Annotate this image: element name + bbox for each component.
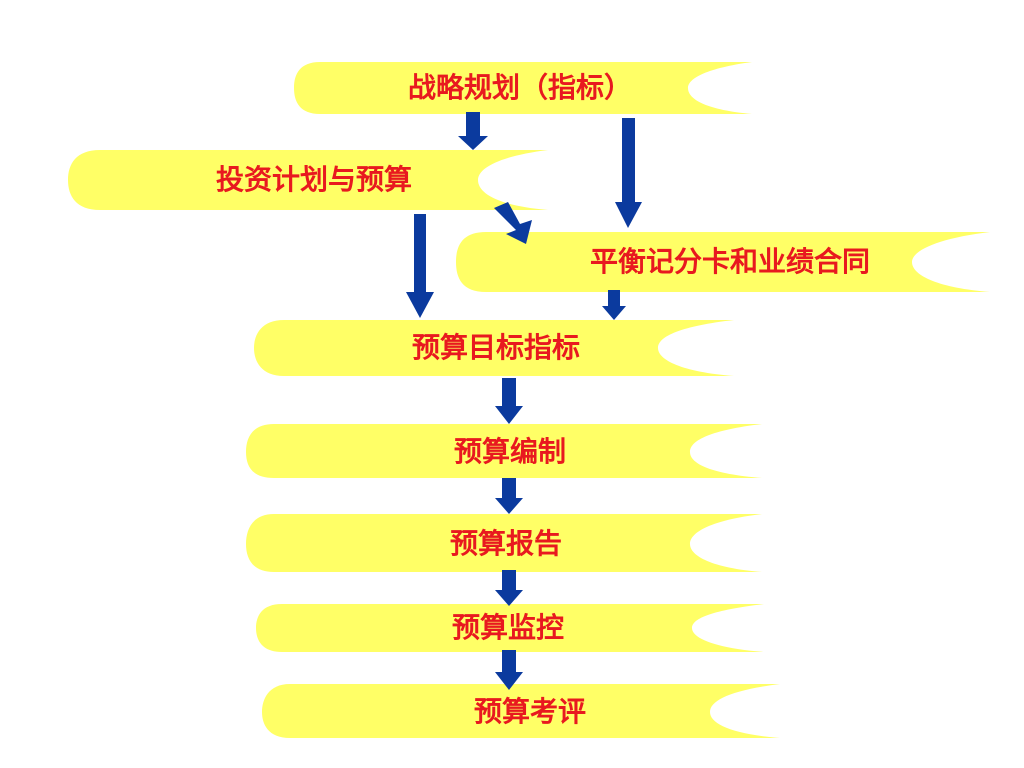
edge-strategic-to-investment <box>458 112 488 150</box>
node-investment-plan-shape <box>68 150 548 210</box>
node-budget-eval-label: 预算考评 <box>473 695 587 728</box>
node-budget-target-shape <box>254 320 734 376</box>
edge-prep-to-report <box>495 478 523 514</box>
node-budget-monitor-label: 预算监控 <box>451 611 565 644</box>
edge-investment-to-scorecard <box>494 202 532 244</box>
node-strategic-plan-shape <box>294 62 752 114</box>
node-strategic-plan-label: 战略规划（指标） <box>407 71 633 104</box>
node-budget-target-label: 预算目标指标 <box>411 331 581 364</box>
node-budget-monitor-shape <box>256 604 764 652</box>
edge-monitor-to-eval <box>495 650 523 690</box>
node-scorecard-shape <box>456 232 990 292</box>
node-budget-eval-shape <box>262 684 780 738</box>
node-budget-prep-label: 预算编制 <box>453 435 567 468</box>
edge-strategic-to-scorecard <box>615 118 642 228</box>
node-budget-report-shape <box>246 514 762 572</box>
node-budget-prep-shape <box>246 424 762 478</box>
node-investment-plan-label: 投资计划与预算 <box>215 163 413 196</box>
edge-target-to-prep <box>495 378 523 424</box>
edge-scorecard-to-budget-target <box>602 290 626 320</box>
node-scorecard-label: 平衡记分卡和业绩合同 <box>589 245 871 278</box>
edge-report-to-monitor <box>495 570 523 606</box>
node-budget-report-label: 预算报告 <box>449 527 563 560</box>
edge-investment-to-budget-target <box>406 214 434 318</box>
